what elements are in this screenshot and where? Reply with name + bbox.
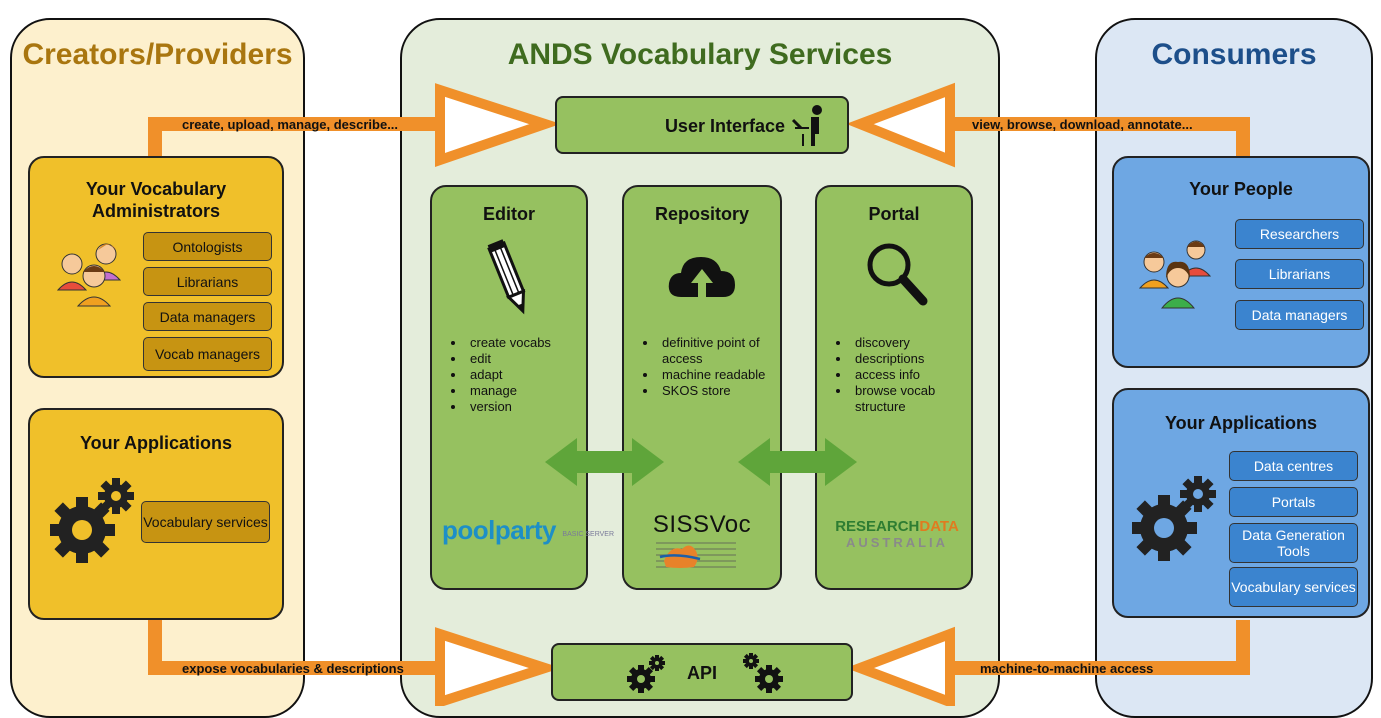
editor-feature-list: create vocabs edit adapt manage version xyxy=(448,335,551,415)
user-interface-box: User Interface xyxy=(555,96,849,154)
rda-logo-australia: AUSTRALIA xyxy=(845,535,949,550)
portal-feature-list: discovery descriptions access info brows… xyxy=(833,335,981,415)
arrow-label-top-left: create, upload, manage, describe... xyxy=(182,117,399,132)
gears-icon xyxy=(627,655,665,693)
editor-box: Editor create vocabs edit adapt manage v… xyxy=(430,185,614,590)
consumers-title: Consumers xyxy=(1151,38,1317,71)
arrow-head-top-left xyxy=(435,83,561,167)
repository-feature-list: definitive point of access machine reada… xyxy=(640,335,788,399)
repository-feature: SKOS store xyxy=(658,383,788,399)
arrow-label-bottom-right: machine-to-machine access xyxy=(980,661,1154,676)
portal-feature: browse vocab structure xyxy=(851,383,981,415)
editor-title: Editor xyxy=(483,204,535,224)
arrow-top-right-line xyxy=(945,117,1250,160)
your-people-title: Your People xyxy=(1189,179,1293,199)
tag-researchers: Researchers xyxy=(1235,219,1364,249)
editor-feature: version xyxy=(466,399,551,415)
user-interface-label: User Interface xyxy=(664,116,785,136)
cloud-upload-icon xyxy=(668,257,735,297)
arrow-head-bottom-right xyxy=(845,626,955,706)
portal-feature: descriptions xyxy=(851,351,981,367)
tag-data-managers-consumer: Data managers xyxy=(1235,300,1364,330)
magnifier-icon xyxy=(867,243,928,306)
rda-logo-data: DATA xyxy=(919,518,959,535)
tag-librarians-consumer: Librarians xyxy=(1235,259,1364,289)
gears-icon xyxy=(50,478,134,563)
tag-librarians: Librarians xyxy=(143,267,272,296)
arrow-head-bottom-left xyxy=(435,627,562,706)
repository-feature: machine readable xyxy=(658,367,788,383)
double-arrow-repository-portal xyxy=(738,438,857,486)
tag-data-generation-tools: Data Generation Tools xyxy=(1229,523,1358,563)
poolparty-logo-sub: BASIC SERVER xyxy=(562,530,615,538)
portal-feature: access info xyxy=(851,367,981,383)
editor-feature: edit xyxy=(466,351,551,367)
arrow-bottom-right-line xyxy=(945,620,1250,675)
arrow-head-top-right xyxy=(846,82,955,168)
arrow-label-top-right: view, browse, download, annotate... xyxy=(972,117,1193,132)
sissvoc-logo: SISSVoc xyxy=(652,511,752,538)
tag-data-managers: Data managers xyxy=(143,302,272,331)
gears-icon xyxy=(1132,476,1216,561)
double-arrow-editor-repository xyxy=(545,438,664,486)
vocab-services-title: ANDS Vocabulary Services xyxy=(507,38,893,71)
tag-vocabulary-services-consumer: Vocabulary services xyxy=(1229,567,1358,607)
research-data-australia-logo: RESEARCHDATA AUSTRALIA xyxy=(825,519,969,551)
tag-portals: Portals xyxy=(1229,487,1358,517)
editor-feature: manage xyxy=(466,383,551,399)
arrow-bottom-left-line xyxy=(148,620,440,675)
api-label: API xyxy=(686,663,717,683)
rda-logo-research: RESEARCH xyxy=(835,518,920,535)
portal-title: Portal xyxy=(868,204,920,224)
tag-data-centres: Data centres xyxy=(1229,451,1358,481)
user-at-computer-icon xyxy=(791,105,822,146)
tag-vocab-managers: Vocab managers xyxy=(143,337,272,371)
repository-title: Repository xyxy=(654,204,750,224)
repository-feature: definitive point of access xyxy=(658,335,788,367)
people-icon xyxy=(1138,240,1212,309)
people-icon xyxy=(56,243,122,307)
gears-icon xyxy=(743,653,783,693)
pencil-icon xyxy=(487,239,526,315)
tag-ontologists: Ontologists xyxy=(143,232,272,261)
repository-box: Repository definitive point of access ma… xyxy=(622,185,782,590)
poolparty-logo-text: poolparty xyxy=(442,515,556,545)
editor-feature: adapt xyxy=(466,367,551,383)
tag-vocabulary-services-creator: Vocabulary services xyxy=(141,501,270,543)
portal-feature: discovery xyxy=(851,335,981,351)
arrow-label-bottom-left: expose vocabularies & descriptions xyxy=(182,661,404,676)
sissvoc-map-graphic xyxy=(656,542,736,568)
creator-applications-title: Your Applications xyxy=(79,433,232,453)
editor-feature: create vocabs xyxy=(466,335,551,351)
arrow-top-left-line xyxy=(148,117,440,160)
creators-title: Creators/Providers xyxy=(22,38,293,71)
api-box: API xyxy=(551,643,853,701)
portal-box: Portal discovery descriptions access inf… xyxy=(815,185,973,590)
vocab-administrators-title: Your Vocabulary Administrators xyxy=(85,179,227,221)
consumer-applications-title: Your Applications xyxy=(1164,413,1317,433)
poolparty-logo: poolparty BASIC SERVER xyxy=(442,515,614,546)
